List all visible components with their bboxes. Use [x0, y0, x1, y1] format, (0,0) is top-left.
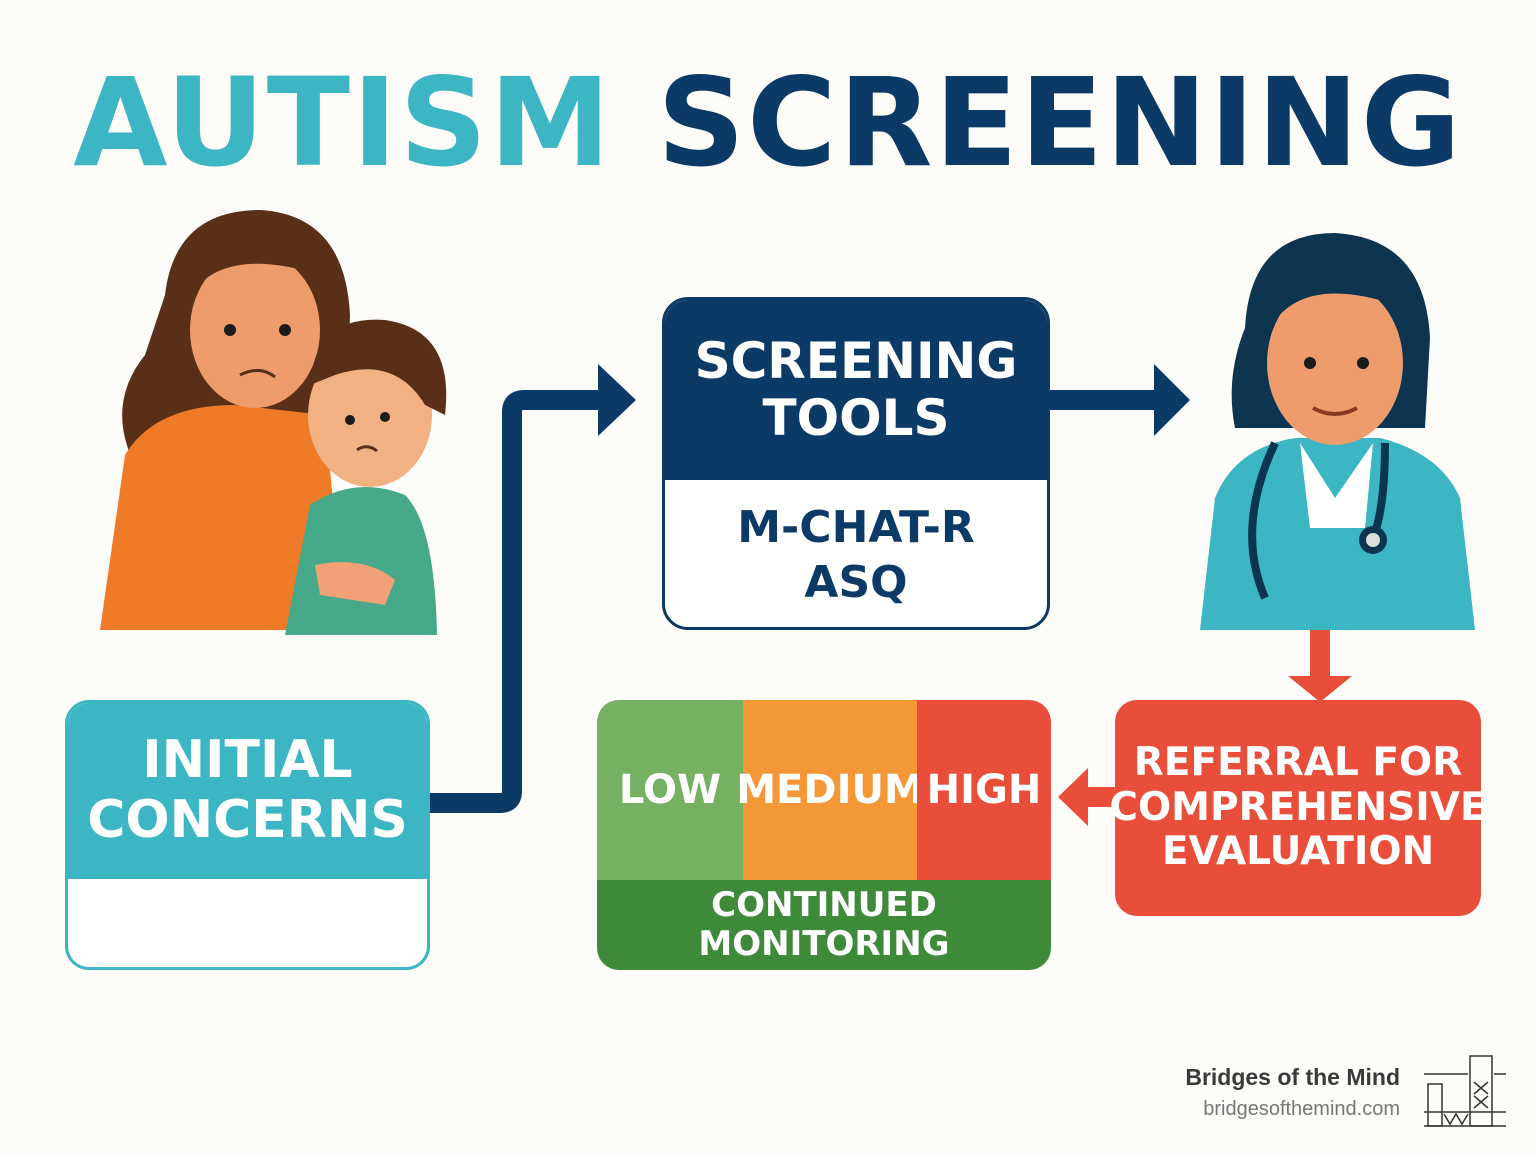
arrowhead-doctor: [1154, 364, 1190, 436]
tool-asq: ASQ: [804, 557, 908, 608]
risk-low: LOW: [597, 700, 743, 880]
arrowhead-risk: [1058, 768, 1088, 826]
arrowhead-tools: [598, 364, 636, 436]
risk-levels-box: LOW MEDIUM HIGH CONTINUED MONITORING: [597, 700, 1051, 970]
doctor-illustration: [1200, 233, 1475, 630]
continued-monitoring: CONTINUED MONITORING: [597, 880, 1051, 970]
footer-brand: Bridges of the Mind: [1185, 1064, 1400, 1090]
parent-child-illustration: [100, 210, 447, 635]
title-autism: AUTISM: [73, 52, 613, 194]
referral-box: REFERRAL FOR COMPREHENSIVE EVALUATION: [1109, 700, 1487, 916]
referral-heading: REFERRAL FOR COMPREHENSIVE EVALUATION: [1109, 739, 1487, 875]
risk-high: HIGH: [917, 700, 1051, 880]
arrow-concerns-to-tools: [430, 390, 610, 813]
initial-concerns-heading: INITIAL CONCERNS: [68, 703, 427, 879]
screening-tools-list: M-CHAT-R ASQ: [665, 480, 1047, 627]
arrowhead-referral: [1288, 676, 1352, 702]
title-screening: SCREENING: [657, 52, 1463, 194]
footer-url[interactable]: bridgesofthemind.com: [1203, 1098, 1400, 1120]
bridge-logo-icon: [1424, 1055, 1506, 1127]
risk-medium: MEDIUM: [736, 700, 924, 880]
page-title: AUTISM SCREENING: [0, 52, 1536, 194]
screening-tools-heading: SCREENING TOOLS: [665, 300, 1047, 480]
tool-mchat-r: M-CHAT-R: [737, 502, 975, 553]
initial-concerns-box: INITIAL CONCERNS: [65, 700, 430, 970]
screening-tools-box: SCREENING TOOLS M-CHAT-R ASQ: [662, 297, 1050, 630]
